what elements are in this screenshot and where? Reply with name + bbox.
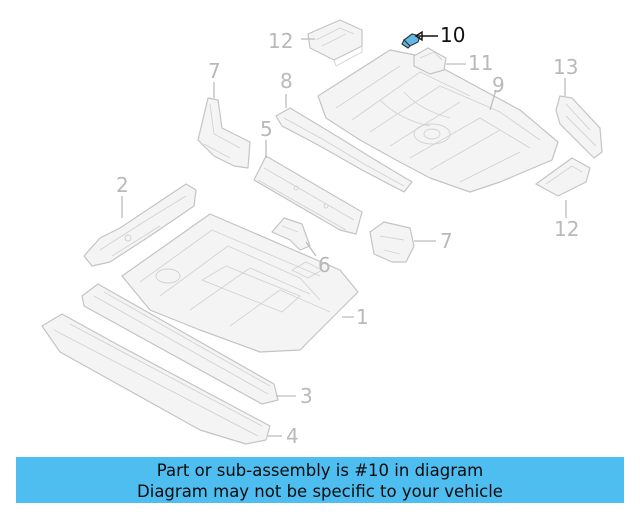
callout-7-lower: 7: [440, 229, 453, 253]
callout-9: 9: [492, 73, 505, 97]
part-7-upper-bracket: [197, 97, 251, 169]
callout-4: 4: [286, 424, 299, 448]
part-3-sill: [81, 283, 279, 405]
callout-7-upper: 7: [208, 59, 221, 83]
part-2-side-member: [83, 183, 197, 267]
banner-line-disclaimer: Diagram may not be specific to your vehi…: [137, 482, 503, 501]
leader-9: [489, 89, 497, 111]
parts-diagram: 12 10 11 7 8 9 13 5 2 12 7 6 1 3 4: [41, 19, 603, 448]
callout-6: 6: [318, 253, 331, 277]
callout-13: 13: [553, 55, 578, 79]
callout-11: 11: [468, 51, 493, 75]
callout-8: 8: [280, 69, 293, 93]
callout-1: 1: [356, 305, 369, 329]
callout-3: 3: [300, 384, 313, 408]
callout-2: 2: [116, 173, 129, 197]
callout-12-upper: 12: [268, 29, 293, 53]
part-8-rail: [275, 107, 413, 193]
part-5-cross-member: [253, 155, 363, 235]
part-7-lower-bracket: [369, 221, 415, 263]
callout-12-lower: 12: [554, 217, 579, 241]
info-banner: Part or sub-assembly is #10 in diagram D…: [16, 457, 624, 503]
part-4-outer-sill: [41, 313, 271, 445]
part-6-bracket: [271, 217, 311, 251]
part-10-highlighted: [401, 33, 421, 49]
part-1-front-floor-panel: [121, 213, 359, 353]
callout-5: 5: [260, 117, 273, 141]
callout-10: 10: [440, 23, 465, 47]
part-12-lower-bracket: [535, 157, 591, 197]
banner-line-part: Part or sub-assembly is #10 in diagram: [156, 461, 484, 480]
leader-6: [305, 241, 317, 257]
leader-10-arrow: [414, 30, 423, 42]
part-12-upper-bracket: [307, 19, 363, 67]
part-11-bracket: [413, 47, 447, 75]
part-13-side-panel: [555, 95, 603, 159]
leader-lines: [121, 30, 567, 437]
